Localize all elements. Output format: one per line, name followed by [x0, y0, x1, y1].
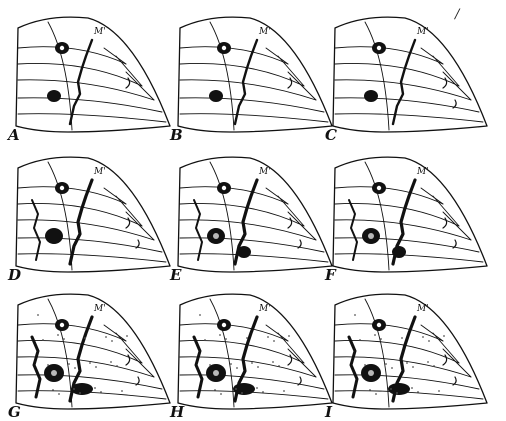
basal-band	[32, 337, 40, 397]
lower-eyespot	[45, 228, 63, 244]
vein-annotation: M'	[417, 168, 429, 177]
lower-pupil	[213, 233, 219, 239]
vein-annotation: M'	[259, 28, 271, 37]
panel-label: B	[170, 128, 183, 143]
eyespots	[209, 42, 231, 102]
basal-band	[349, 337, 357, 397]
basal-band	[349, 200, 357, 260]
wing-outline	[16, 17, 170, 132]
wing-veins	[18, 22, 166, 130]
wing-panel-i	[325, 285, 495, 415]
submarginal-marks	[443, 355, 456, 385]
vein-annotation: M'	[259, 305, 271, 314]
tornal-eyespot	[392, 246, 406, 258]
wing-panel-b	[170, 8, 340, 138]
panel-label: H	[170, 405, 184, 420]
wing-panel-d	[8, 148, 178, 278]
upper-pupil	[222, 46, 226, 50]
lower-pupil	[213, 370, 219, 376]
eyespots	[364, 42, 386, 102]
lower-pupil	[368, 233, 374, 239]
upper-pupil	[222, 186, 226, 190]
wing-outline	[178, 17, 332, 132]
stipple	[354, 314, 445, 395]
upper-pupil	[60, 186, 64, 190]
wing-outline	[178, 157, 332, 272]
lower-eyespot	[47, 90, 61, 102]
tornal-eyespot	[237, 246, 251, 258]
stray-mark: /	[455, 8, 459, 21]
vein-annotation: M'	[417, 305, 429, 314]
panel-label: I	[325, 405, 332, 420]
eyespots	[47, 42, 69, 102]
upper-pupil	[377, 323, 381, 327]
panel-label: F	[325, 268, 336, 283]
submarginal-marks	[288, 218, 301, 248]
wing-veins	[180, 162, 328, 270]
lower-eyespot	[209, 90, 223, 102]
upper-pupil	[222, 323, 226, 327]
wing-veins	[180, 22, 328, 130]
panel-label: C	[325, 128, 337, 143]
vein-annotation: M'	[94, 305, 106, 314]
wing-outline	[333, 157, 487, 272]
vein-annotation: M'	[94, 28, 106, 37]
lower-eyespot	[364, 90, 378, 102]
wing-veins	[335, 22, 483, 130]
wing-veins	[18, 162, 166, 270]
wing-panel-c	[325, 8, 495, 138]
panel-label: G	[8, 405, 21, 420]
wing-panel-a	[8, 8, 178, 138]
stipple	[37, 314, 128, 395]
panel-label: E	[170, 268, 181, 283]
submarginal-marks	[288, 355, 301, 385]
wing-outline	[16, 157, 170, 272]
wing-outline	[333, 17, 487, 132]
panel-label: D	[8, 268, 21, 283]
basal-band	[32, 200, 40, 260]
wing-panel-f	[325, 148, 495, 278]
wing-panel-e	[170, 148, 340, 278]
lower-pupil	[368, 370, 374, 376]
wing-panel-h	[170, 285, 340, 415]
upper-pupil	[60, 46, 64, 50]
submarginal-marks	[443, 78, 456, 108]
upper-pupil	[377, 186, 381, 190]
panel-label: A	[8, 128, 20, 143]
lower-pupil	[51, 370, 57, 376]
wing-panel-g	[8, 285, 178, 415]
submarginal-marks	[443, 218, 456, 248]
upper-pupil	[377, 46, 381, 50]
wing-veins	[335, 162, 483, 270]
submarginal-marks	[126, 218, 139, 248]
basal-band	[194, 200, 202, 260]
basal-band	[194, 337, 202, 397]
vein-annotation: M'	[259, 168, 271, 177]
vein-annotation: M'	[417, 28, 429, 37]
submarginal-marks	[126, 355, 139, 385]
upper-pupil	[60, 323, 64, 327]
vein-annotation: M'	[94, 168, 106, 177]
